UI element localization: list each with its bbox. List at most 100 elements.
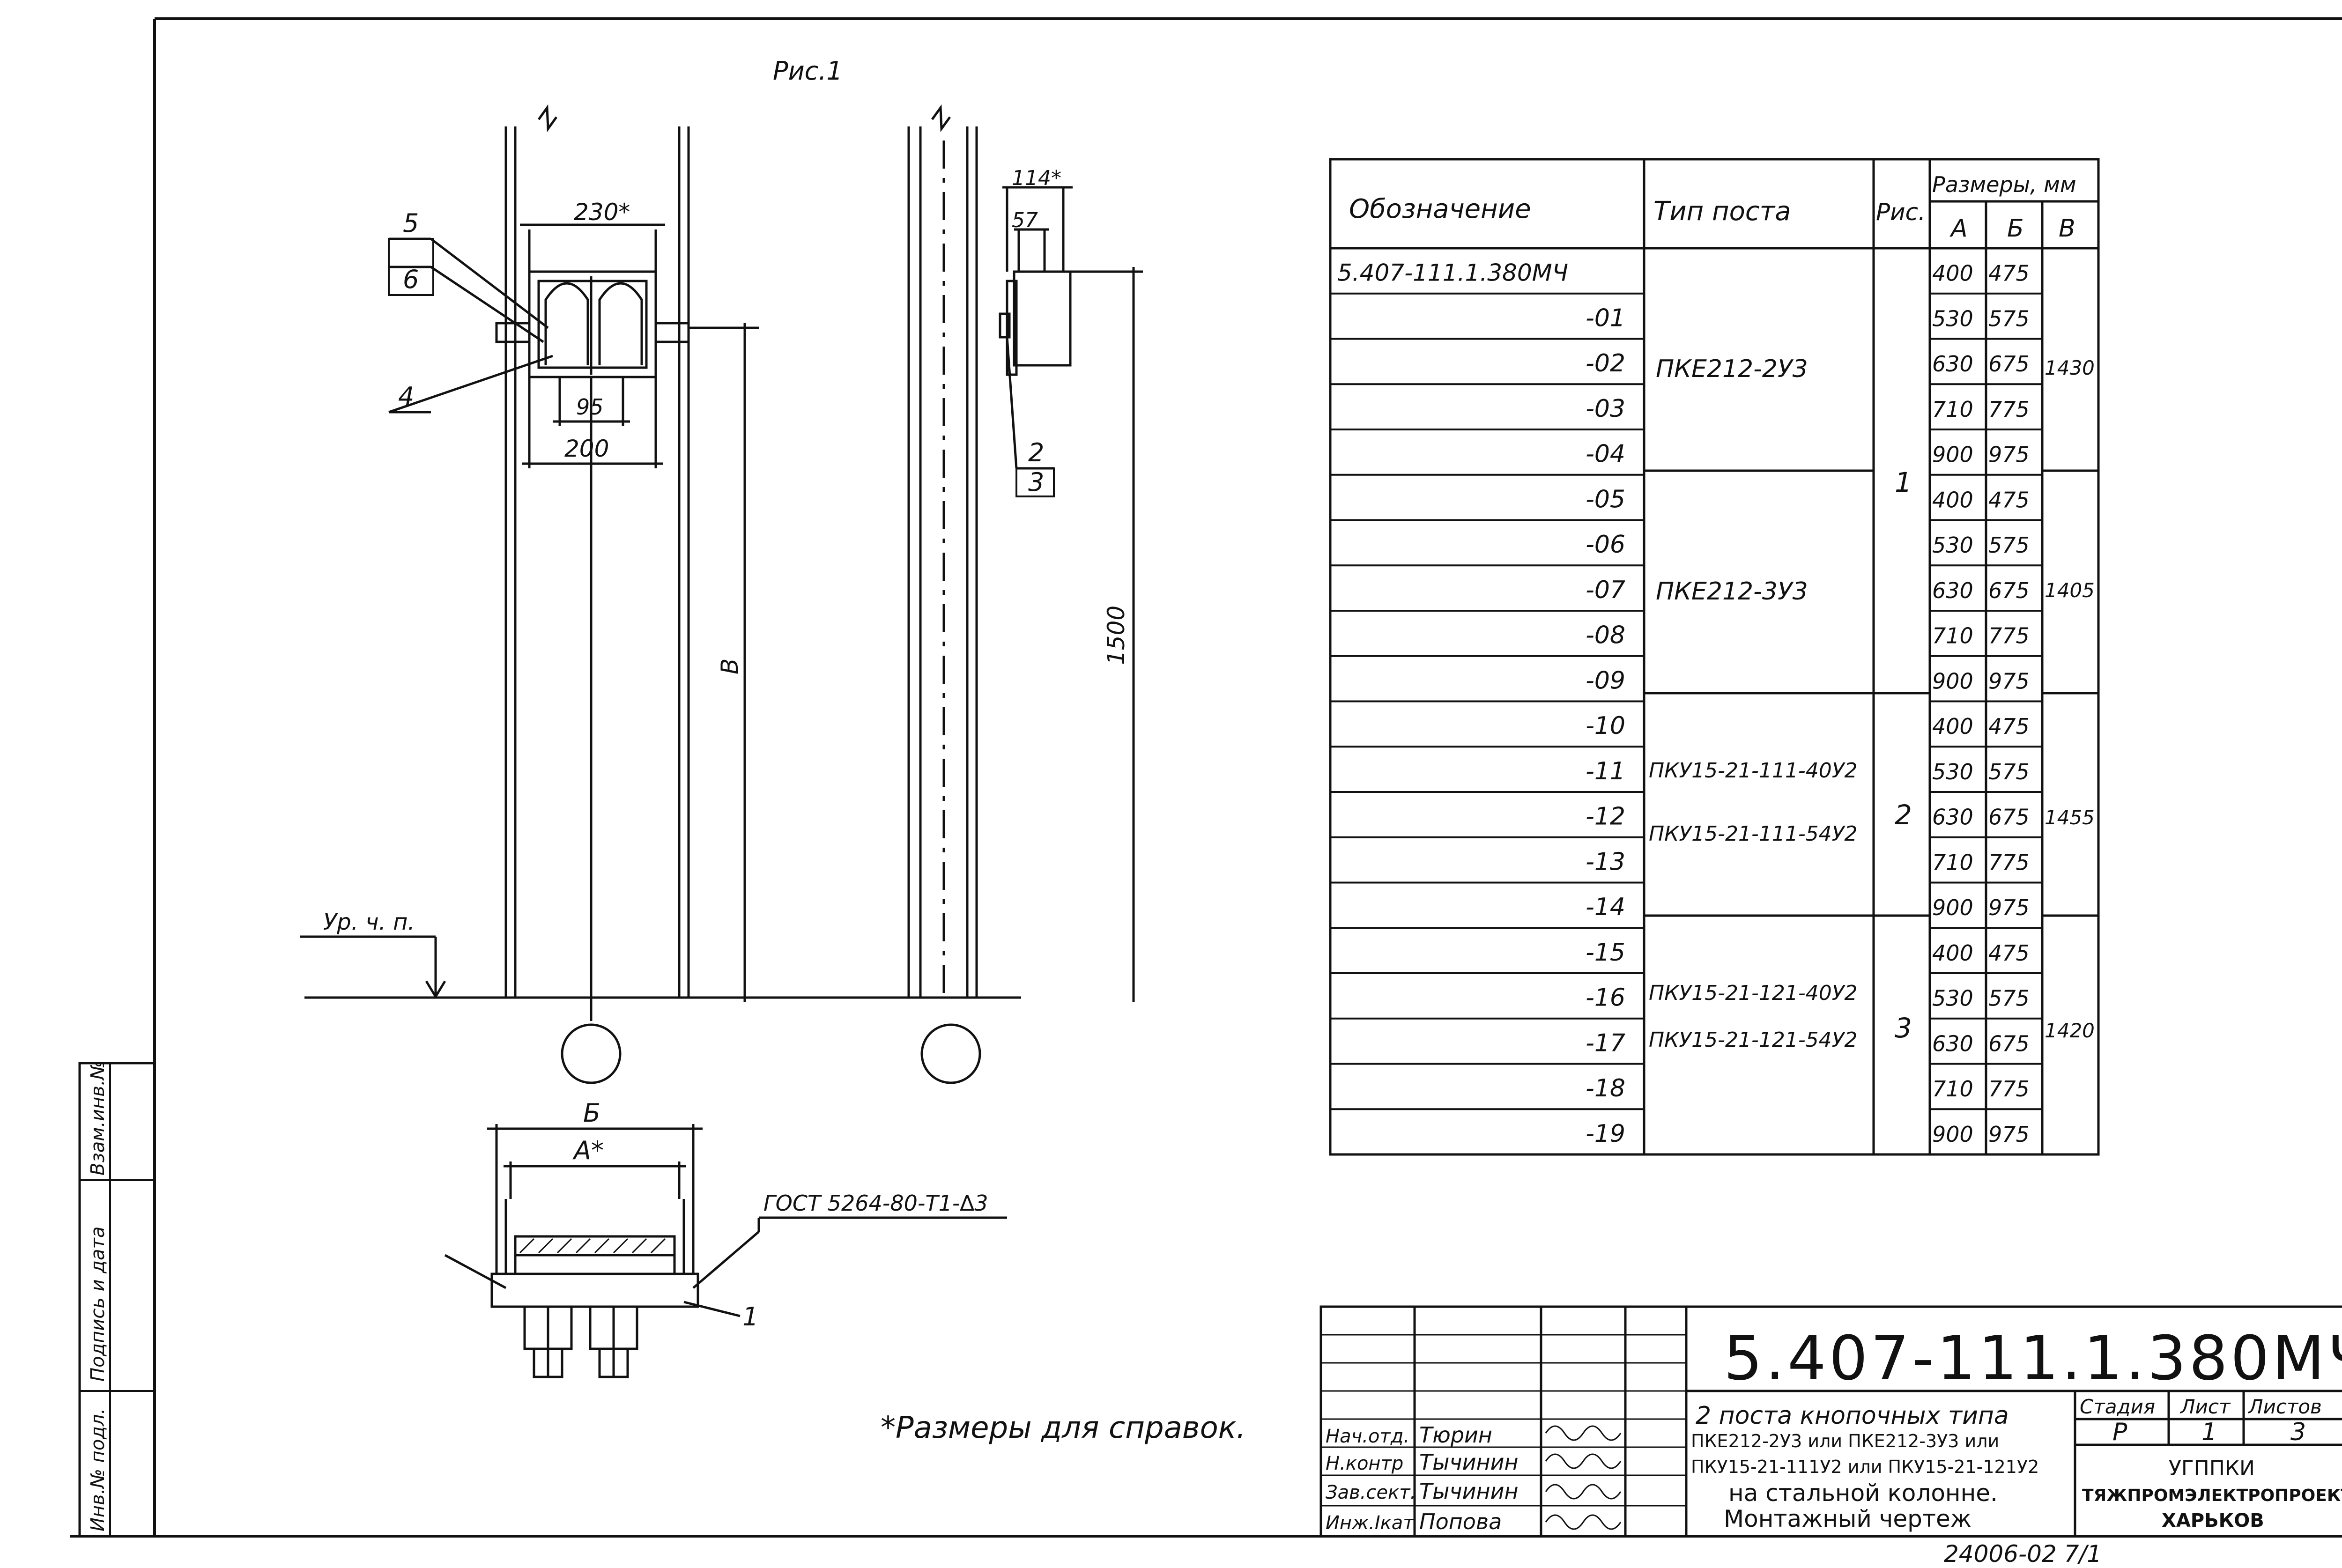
org-line-2: ТЯЖПРОМЭЛЕКТРОПРОЕКТ bbox=[2082, 1486, 2342, 1505]
callout-5: 5 bbox=[403, 208, 419, 238]
row-size-a: 900 bbox=[1932, 668, 1973, 694]
fig-value-2: 2 bbox=[1895, 799, 1912, 831]
callout-6: 6 bbox=[403, 265, 419, 294]
row-size-b: 475 bbox=[1988, 940, 2030, 966]
group-2-type: ПКЕ212-3У3 bbox=[1656, 577, 1808, 606]
row-size-b: 675 bbox=[1988, 1031, 2030, 1056]
header-v: В bbox=[2059, 214, 2075, 243]
row-size-b: 475 bbox=[1988, 487, 2030, 512]
header-sizes: Размеры, мм bbox=[1932, 172, 2076, 197]
row-designation: -16 bbox=[1586, 984, 1625, 1012]
row-size-a: 400 bbox=[1932, 714, 1973, 739]
row-size-b: 975 bbox=[1988, 442, 2030, 467]
row-size-b: 575 bbox=[1988, 306, 2030, 331]
row-size-a: 900 bbox=[1932, 1122, 1973, 1147]
role-2: Н.контр bbox=[1326, 1453, 1403, 1474]
front-view: 5 6 4 230* 95 200 В Ур. ч. п. bbox=[300, 104, 1021, 1084]
header-designation: Обозначение bbox=[1349, 194, 1531, 224]
row-size-a: 710 bbox=[1932, 1076, 1973, 1102]
row-designation: -02 bbox=[1586, 349, 1625, 377]
group-1-v: 1430 bbox=[2045, 356, 2095, 379]
sheet-value: 1 bbox=[2201, 1418, 2217, 1446]
sheet-label: Лист bbox=[2179, 1395, 2231, 1418]
fig-value-1: 1 bbox=[1895, 466, 1912, 498]
desc-line-5: Монтажный чертеж bbox=[1724, 1505, 1971, 1532]
desc-line-1: 2 поста кнопочных типа bbox=[1696, 1402, 2009, 1430]
row-designation: -05 bbox=[1586, 485, 1625, 513]
doc-code: 5.407-111.1.380МЧ bbox=[1724, 1323, 2342, 1394]
table-row: -02 630 675 bbox=[1586, 349, 2030, 377]
row-designation: -13 bbox=[1586, 848, 1625, 876]
row-designation: -04 bbox=[1586, 440, 1625, 468]
table-row: -15 400 475 bbox=[1586, 939, 2030, 967]
row-size-b: 675 bbox=[1988, 805, 2030, 830]
role-4: Инж.Iкат bbox=[1326, 1512, 1415, 1534]
row-size-a: 710 bbox=[1932, 397, 1973, 422]
header-a: А bbox=[1949, 214, 1968, 243]
header-b: Б bbox=[2007, 214, 2024, 243]
star-note: *Размеры для справок. bbox=[881, 1411, 1246, 1445]
row-size-b: 775 bbox=[1988, 1076, 2030, 1102]
callout-3: 3 bbox=[1028, 467, 1044, 497]
desc-line-3: ПКУ15-21-111У2 или ПКУ15-21-121У2 bbox=[1691, 1457, 2039, 1477]
table-row: -05 400 475 bbox=[1586, 485, 2030, 513]
sheets-label: Листов bbox=[2247, 1395, 2322, 1418]
group-3-type-a: ПКУ15-21-111-40У2 bbox=[1649, 759, 1858, 783]
callout-1: 1 bbox=[742, 1302, 758, 1331]
table-row: -01 530 575 bbox=[1586, 304, 2030, 332]
row-designation: 5.407-111.1.380МЧ bbox=[1337, 259, 1568, 287]
row-designation: -15 bbox=[1586, 939, 1625, 967]
row-size-a: 400 bbox=[1932, 487, 1973, 512]
row-size-a: 530 bbox=[1932, 306, 1973, 331]
name-3: Тычинин bbox=[1419, 1479, 1519, 1504]
fig-value-3: 3 bbox=[1895, 1012, 1912, 1044]
row-size-b: 775 bbox=[1988, 397, 2030, 422]
dim-114: 114* bbox=[1012, 166, 1061, 190]
row-size-b: 775 bbox=[1988, 850, 2030, 875]
title-block: 5.407-111.1.380МЧ 2 поста кнопочных типа… bbox=[1319, 1305, 2342, 1538]
group-4-v: 1420 bbox=[2045, 1019, 2095, 1042]
role-3: Зав.сект. bbox=[1326, 1482, 1416, 1503]
table-row: -04 900 975 bbox=[1586, 440, 2030, 468]
row-size-a: 630 bbox=[1932, 351, 1973, 377]
row-designation: -06 bbox=[1586, 531, 1625, 559]
row-designation: -03 bbox=[1586, 395, 1625, 423]
row-size-b: 975 bbox=[1988, 668, 2030, 694]
role-1: Нач.отд. bbox=[1326, 1426, 1409, 1447]
group-3-type-b: ПКУ15-21-111-54У2 bbox=[1649, 822, 1858, 846]
dim-230: 230* bbox=[574, 199, 630, 226]
dim-1500: 1500 bbox=[1103, 606, 1130, 665]
row-size-a: 530 bbox=[1932, 986, 1973, 1011]
header-post-type: Тип поста bbox=[1653, 196, 1791, 227]
row-size-a: 400 bbox=[1932, 940, 1973, 966]
group-3-v: 1455 bbox=[2045, 806, 2095, 829]
row-size-b: 575 bbox=[1988, 533, 2030, 558]
dim-200: 200 bbox=[564, 435, 609, 462]
row-size-a: 630 bbox=[1932, 1031, 1973, 1056]
row-size-a: 900 bbox=[1932, 895, 1973, 920]
row-size-a: 630 bbox=[1932, 578, 1973, 603]
row-designation: -01 bbox=[1586, 304, 1625, 332]
org-line-1: УГППКИ bbox=[2169, 1457, 2255, 1480]
figure-title: Рис.1 bbox=[773, 56, 843, 86]
row-size-b: 975 bbox=[1988, 1122, 2030, 1147]
group-4-type-b: ПКУ15-21-121-54У2 bbox=[1649, 1028, 1858, 1052]
sheets-value: 3 bbox=[2290, 1418, 2306, 1446]
desc-line-4: на стальной колонне. bbox=[1728, 1479, 1998, 1507]
row-size-b: 675 bbox=[1988, 351, 2030, 377]
row-designation: -07 bbox=[1586, 576, 1625, 604]
row-size-a: 900 bbox=[1932, 442, 1973, 467]
header-fig: Рис. bbox=[1876, 199, 1926, 226]
row-size-b: 475 bbox=[1988, 714, 2030, 739]
row-size-b: 775 bbox=[1988, 623, 2030, 649]
strip-signature-label: Подпись и дата bbox=[87, 1227, 109, 1382]
dim-section-b: Б bbox=[583, 1098, 600, 1128]
strip-replace-label: Взам.инв.№ bbox=[87, 1060, 109, 1176]
